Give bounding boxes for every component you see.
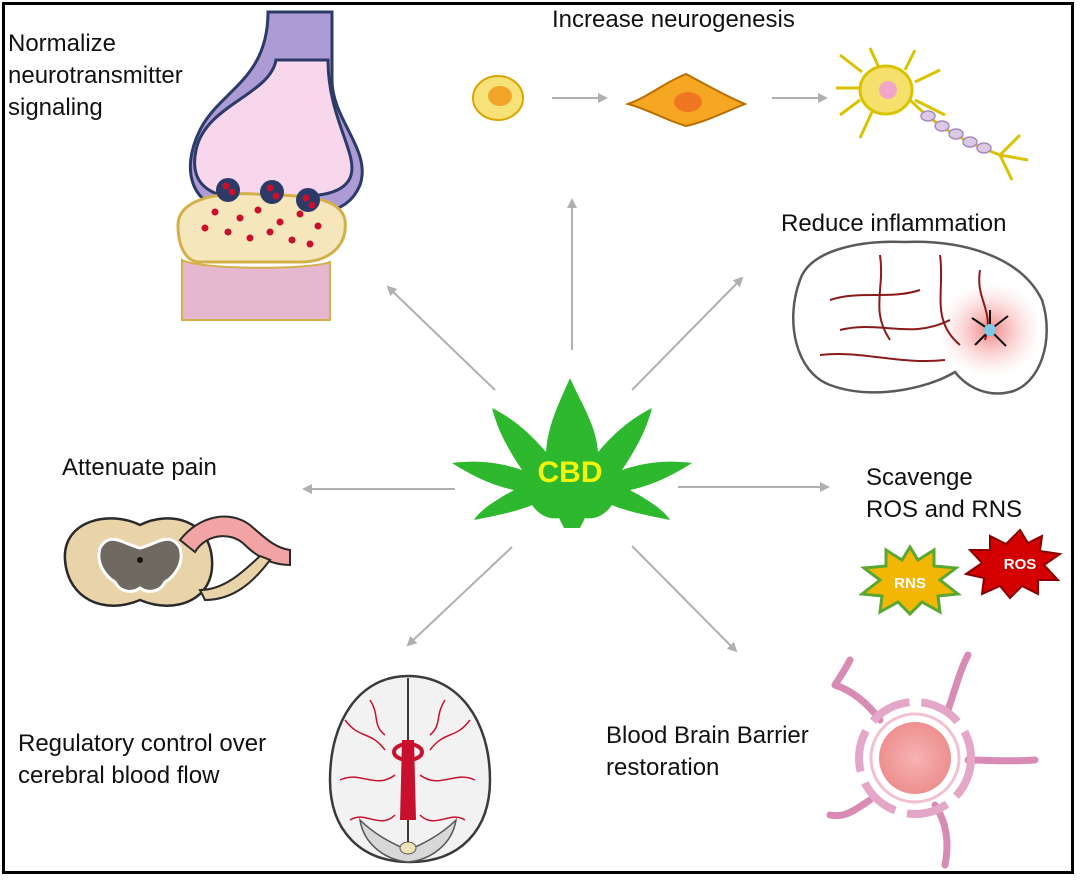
cannabis-leaf-icon: [452, 378, 692, 528]
spinal-cord-icon: [63, 515, 291, 607]
label-cerebral-blood-flow: Regulatory control over cerebral blood f…: [18, 730, 267, 789]
arrow-inflammation: [631, 276, 744, 391]
progenitor-cell-icon: [624, 72, 748, 128]
brain-vasculature-icon: [328, 674, 492, 864]
arrow-bbb: [631, 545, 738, 653]
blood-brain-barrier-icon: [826, 651, 1039, 869]
rns-badge-icon: [858, 544, 962, 617]
ros-badge-icon: [963, 528, 1063, 600]
arrow-neurotransmitter: [386, 285, 496, 391]
center-label: CBD: [538, 456, 603, 489]
label-blood-brain-barrier: Blood Brain Barrier restoration: [606, 722, 809, 781]
rns-badge-label: RNS: [894, 575, 926, 592]
label-neurogenesis: Increase neurogenesis: [552, 6, 795, 33]
label-inflammation: Reduce inflammation: [781, 210, 1007, 237]
label-pain: Attenuate pain: [62, 454, 217, 481]
ros-badge-label: ROS: [1004, 556, 1037, 573]
stem-cell-icon: [472, 75, 524, 121]
neuron-icon: [836, 47, 1029, 181]
arrow-blood-flow: [406, 546, 513, 647]
synapse-icon: [176, 10, 364, 321]
label-ros-rns: Scavenge ROS and RNS: [866, 464, 1023, 523]
effect-arrows: [302, 93, 830, 653]
label-neurotransmitter-signaling: Normalize neurotransmitter signaling: [8, 30, 183, 121]
inflamed-brain-icon: [792, 240, 1048, 395]
